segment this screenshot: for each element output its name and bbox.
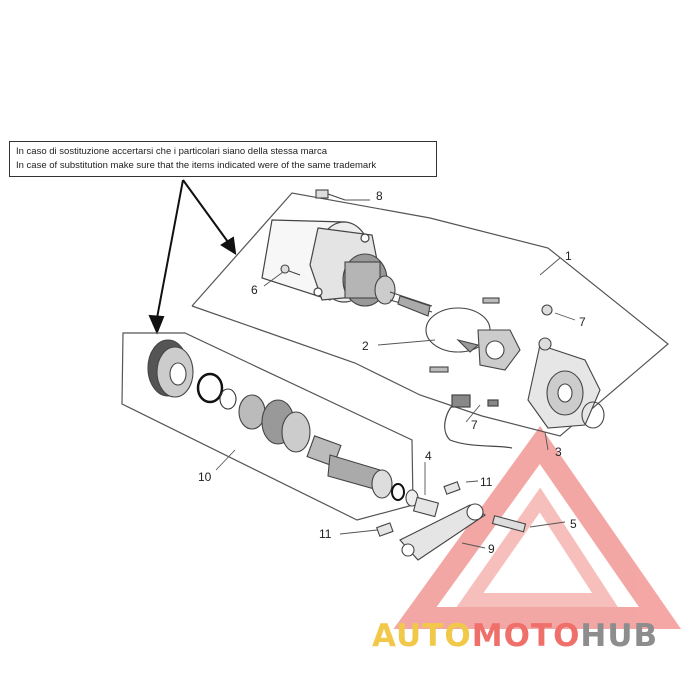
armature	[342, 253, 433, 317]
watermark-triangle	[393, 425, 682, 629]
callout-7-bottom: 7	[471, 418, 478, 432]
callout-5: 5	[570, 517, 577, 531]
bolts	[280, 189, 527, 533]
motor-group-outline	[191, 192, 669, 437]
callout-3: 3	[555, 445, 562, 459]
end-cover	[527, 304, 605, 429]
callout-4: 4	[425, 449, 432, 463]
callout-9: 9	[488, 542, 495, 556]
note-arrows	[148, 179, 237, 335]
leader-lines	[215, 199, 576, 549]
pinion-parts	[147, 339, 419, 507]
callout-6: 6	[251, 283, 258, 297]
watermark-moto: MOTO	[471, 618, 581, 654]
watermark-auto: AUTO	[372, 618, 472, 654]
callout-11-top: 11	[480, 475, 493, 489]
note-english: In case of substitution make sure that t…	[16, 160, 377, 171]
callout-8: 8	[376, 189, 383, 203]
callout-2: 2	[362, 339, 369, 353]
substitution-note: In caso di sostituzione accertarsi che i…	[9, 141, 437, 177]
note-italian: In caso di sostituzione accertarsi che i…	[16, 146, 328, 157]
callout-11-bottom: 11	[319, 527, 332, 541]
automotohub-watermark: AUTOMOTOHUB	[372, 618, 658, 658]
watermark-hub: HUB	[580, 618, 659, 654]
callout-7-top: 7	[579, 315, 586, 329]
callout-1: 1	[565, 249, 572, 263]
brush-holder	[425, 297, 521, 373]
callout-10: 10	[198, 470, 212, 484]
cable	[444, 394, 513, 449]
lever-assembly	[376, 481, 486, 561]
